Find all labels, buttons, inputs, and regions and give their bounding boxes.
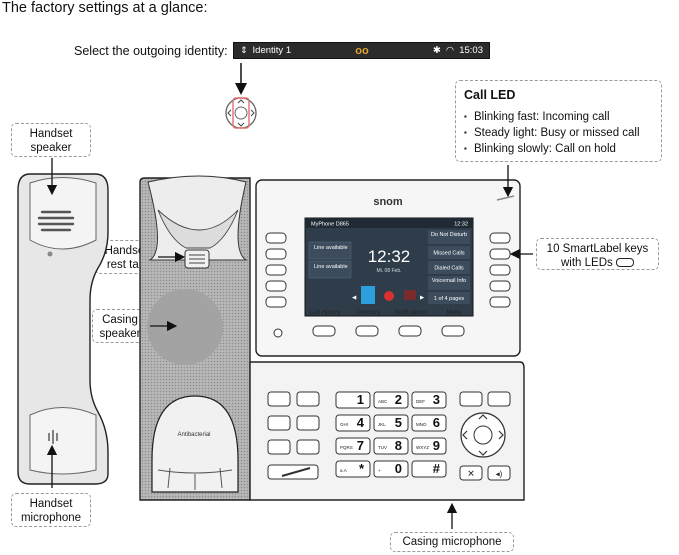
smartlabel-callout: 10 SmartLabel keys with LEDs <box>536 238 659 270</box>
casing-microphone-callout: Casing microphone <box>390 532 514 552</box>
led-key-icon <box>615 258 634 268</box>
keypad-key-digit: 0 <box>395 461 402 476</box>
wifi-icon: ◠ <box>445 45 455 56</box>
call-led-callout: Call LED Blinking fast: Incoming call St… <box>455 80 662 162</box>
smartlabel-keys-right <box>489 232 511 308</box>
keypad-key-letters: PQRS <box>340 445 353 450</box>
call-led <box>496 195 515 201</box>
phone-body: Antibacterial snom <box>139 175 525 501</box>
call-led-item: Steady light: Busy or missed call <box>464 125 653 141</box>
screen-key-dialed: Dialed Calls <box>434 266 464 272</box>
screen-line-key-2: Line available <box>314 264 348 270</box>
keypad-key-digit: 2 <box>395 392 402 407</box>
softkey-label-directory: Directory <box>356 310 380 316</box>
keypad-key-digit: 3 <box>433 392 440 407</box>
keypad-key[interactable] <box>335 391 371 409</box>
screen-tile <box>404 290 416 300</box>
identity-name: Identity 1 <box>252 45 292 56</box>
screen-key-voicemail: Voicemail Info <box>432 278 466 284</box>
call-led-item: Blinking fast: Incoming call <box>464 109 653 125</box>
keypad-key[interactable] <box>411 391 447 409</box>
keypad-key-digit: # <box>433 461 441 476</box>
navigation-cluster: ✕ ◂) <box>459 391 511 481</box>
screen-dnd-tile <box>361 286 375 304</box>
casing-speaker <box>147 289 223 365</box>
call-led-title: Call LED <box>464 88 516 102</box>
identity-time: 15:03 <box>459 45 483 56</box>
bluetooth-icon: ✱ <box>432 45 441 56</box>
softkeys <box>312 325 465 337</box>
keypad-key-letters: + <box>378 468 381 473</box>
display-module <box>255 179 521 357</box>
navigation-key-icon <box>225 97 257 129</box>
handset-speaker-grille <box>37 210 75 232</box>
screen-key-missed: Missed Calls <box>433 251 464 257</box>
screen-title: MyPhone D865 <box>311 222 349 228</box>
phone-screen: MyPhone D865 12:32 Line available Line a… <box>304 217 474 317</box>
antibacterial-label: Antibacterial <box>177 432 210 438</box>
keypad-key-letters: DEF <box>416 399 425 404</box>
screen-clock: 12:32 <box>368 247 411 266</box>
brand-logo: snom <box>373 196 403 208</box>
identity-label: Select the outgoing identity: <box>74 44 228 58</box>
screen-header-time: 12:32 <box>454 222 468 228</box>
keypad-key-digit: * <box>359 461 365 476</box>
call-led-item: Blinking slowly: Call on hold <box>464 141 653 157</box>
screen-key-dnd: Do Not Disturb <box>431 232 467 238</box>
handset-microphone-holes <box>48 430 58 444</box>
up-down-arrows-icon: ⇕ <box>240 45 248 55</box>
handset-rest-tab <box>184 249 210 269</box>
power-led-icon <box>273 328 283 338</box>
screen-left-arrow-icon: ◀ <box>352 295 357 301</box>
screen-key-pages: 1 of 4 pages <box>434 296 465 302</box>
function-keys <box>267 391 320 480</box>
handset-led-dot <box>47 251 53 257</box>
keypad-key-letters: a.A <box>340 468 347 473</box>
voicemail-icon: oo <box>355 44 369 57</box>
keypad-key-digit: 6 <box>433 415 440 430</box>
smartlabel-keys-left <box>265 232 287 308</box>
screen-line-key-1: Line available <box>314 245 348 251</box>
keypad-key-digit: 9 <box>433 438 440 453</box>
keypad-key-letters: ABC <box>378 399 388 404</box>
svg-text:✕: ✕ <box>467 469 475 479</box>
keypad-key-letters: GHI <box>340 422 348 427</box>
keypad-key-digit: 1 <box>357 392 364 407</box>
page-title: The factory settings at a glance: <box>2 0 208 16</box>
keypad-key[interactable] <box>373 391 409 409</box>
softkey-label-menu: Menu <box>446 310 461 316</box>
screen-block-tile <box>384 291 394 301</box>
keypad-key[interactable] <box>373 460 409 478</box>
screen-date: Mi. 08 Feb. <box>376 268 401 274</box>
softkey-label-call-history: Call History <box>310 310 341 316</box>
svg-text:◂): ◂) <box>496 470 503 479</box>
softkey-label-notifications: Notifications <box>395 310 428 316</box>
keypad-key[interactable] <box>335 460 371 478</box>
keypad-key[interactable] <box>411 460 447 478</box>
handset-cradle <box>151 395 239 493</box>
identity-status-bar[interactable]: ⇕ Identity 1 oo ✱ ◠ 15:03 <box>233 42 490 59</box>
volume-icon <box>281 467 311 477</box>
screen-right-arrow-icon: ▶ <box>420 295 425 301</box>
